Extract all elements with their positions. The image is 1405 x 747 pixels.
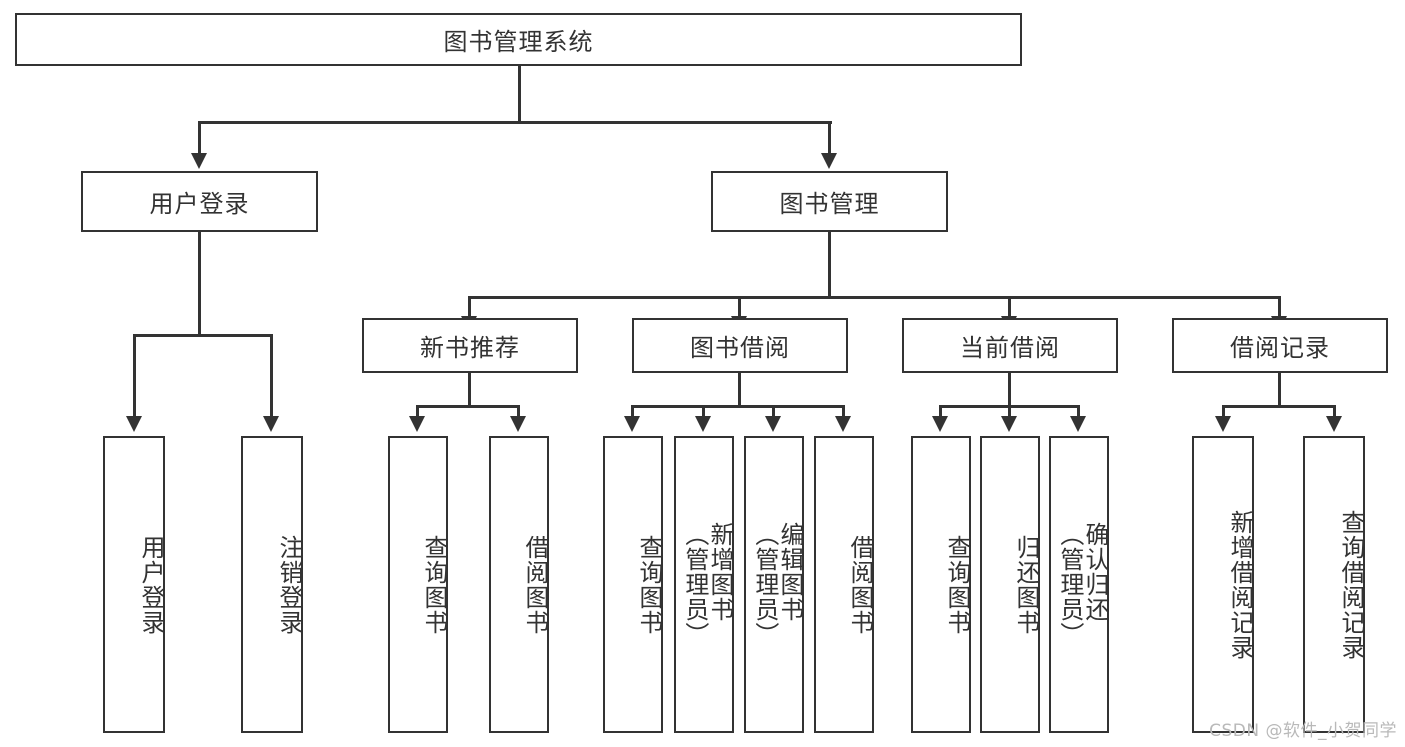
edge-borrow-records-bar <box>1222 405 1336 408</box>
edge-root-to-user-login <box>198 121 201 155</box>
node-label: 当前借阅 <box>960 334 1060 362</box>
edge-new-book-to-leaf-1 <box>416 405 419 417</box>
node-new-book-recommend[interactable]: 新书推荐 <box>362 318 578 373</box>
arrow-br-to-leaf-1 <box>1215 416 1231 432</box>
arrow-user-login-to-leaf-1 <box>126 416 142 432</box>
edge-bb-to-leaf-3 <box>772 405 775 417</box>
node-root-book-management-system[interactable]: 图书管理系统 <box>15 13 1022 66</box>
arrow-bb-to-leaf-3 <box>765 416 781 432</box>
node-label: 查询图书 <box>420 534 448 635</box>
edge-book-borrow-bar <box>631 405 845 408</box>
arrow-user-login-to-leaf-2 <box>263 416 279 432</box>
edge-new-book-bar <box>416 405 520 408</box>
node-leaf-borrow-books[interactable]: 借阅图书 <box>814 436 874 733</box>
edge-bb-to-leaf-4 <box>842 405 845 417</box>
node-leaf-query-books-borrow[interactable]: 查询图书 <box>603 436 663 733</box>
edge-root-bar <box>198 121 832 124</box>
node-label: 图书管理 <box>779 190 880 218</box>
edge-br-to-leaf-1 <box>1222 405 1225 417</box>
node-leaf-user-login[interactable]: 用户登录 <box>103 436 165 733</box>
edge-new-book-to-leaf-2 <box>517 405 520 417</box>
arrow-cb-to-leaf-1 <box>932 416 948 432</box>
node-label: 新增图书 （管理员） <box>680 522 734 647</box>
node-leaf-confirm-return-admin[interactable]: 确认归还 （管理员） <box>1049 436 1109 733</box>
node-user-login[interactable]: 用户登录 <box>81 171 318 232</box>
edge-borrow-records-stem <box>1278 373 1281 408</box>
edge-root-to-book-management <box>828 121 831 155</box>
node-label: 借阅记录 <box>1230 334 1330 362</box>
edge-root-stem <box>518 66 521 122</box>
arrow-root-to-user-login <box>191 153 207 169</box>
edge-bb-to-leaf-2 <box>702 405 705 417</box>
node-leaf-edit-book-admin[interactable]: 编辑图书 （管理员） <box>744 436 804 733</box>
csdn-watermark: CSDN @软件_小贺同学 <box>1209 721 1397 741</box>
edge-cb-to-leaf-3 <box>1077 405 1080 417</box>
node-label: 借阅图书 <box>846 534 874 635</box>
edge-bm-to-new-book <box>468 296 471 318</box>
arrow-cb-to-leaf-3 <box>1070 416 1086 432</box>
arrow-new-book-to-leaf-1 <box>409 416 425 432</box>
edge-new-book-stem <box>468 373 471 408</box>
node-label: 归还图书 <box>1012 534 1040 635</box>
node-borrow-records[interactable]: 借阅记录 <box>1172 318 1388 373</box>
edge-bm-to-current-borrow <box>1008 296 1011 318</box>
node-book-borrow[interactable]: 图书借阅 <box>632 318 848 373</box>
arrow-root-to-book-management <box>821 153 837 169</box>
arrow-bb-to-leaf-4 <box>835 416 851 432</box>
node-label: 用户登录 <box>137 534 165 635</box>
node-leaf-add-borrow-record[interactable]: 新增借阅记录 <box>1192 436 1254 733</box>
node-label: 注销登录 <box>275 534 303 635</box>
arrow-new-book-to-leaf-2 <box>510 416 526 432</box>
node-label: 用户登录 <box>149 190 250 218</box>
node-label: 查询图书 <box>635 534 663 635</box>
node-label: 借阅图书 <box>521 534 549 635</box>
node-leaf-add-book-admin[interactable]: 新增图书 （管理员） <box>674 436 734 733</box>
node-leaf-borrow-books-recommend[interactable]: 借阅图书 <box>489 436 549 733</box>
arrow-cb-to-leaf-2 <box>1001 416 1017 432</box>
node-current-borrow[interactable]: 当前借阅 <box>902 318 1118 373</box>
node-label: 查询图书 <box>943 534 971 635</box>
node-label: 编辑图书 （管理员） <box>750 522 804 647</box>
node-label: 新增借阅记录 <box>1226 509 1254 660</box>
arrow-bb-to-leaf-2 <box>695 416 711 432</box>
edge-user-login-bar <box>133 334 273 337</box>
node-leaf-query-books-current[interactable]: 查询图书 <box>911 436 971 733</box>
node-leaf-logout-login[interactable]: 注销登录 <box>241 436 303 733</box>
edge-current-borrow-stem <box>1008 373 1011 408</box>
node-leaf-query-books-recommend[interactable]: 查询图书 <box>388 436 448 733</box>
edge-book-management-bar <box>468 296 1280 299</box>
edge-bb-to-leaf-1 <box>631 405 634 417</box>
arrow-bb-to-leaf-1 <box>624 416 640 432</box>
node-label: 新书推荐 <box>420 334 520 362</box>
node-label: 图书管理系统 <box>443 28 594 56</box>
edge-cb-to-leaf-1 <box>939 405 942 417</box>
edge-bm-to-borrow-records <box>1278 296 1281 318</box>
edge-user-login-to-leaf-1 <box>133 334 136 416</box>
edge-cb-to-leaf-2 <box>1008 405 1011 417</box>
edge-user-login-to-leaf-2 <box>270 334 273 416</box>
node-label: 确认归还 （管理员） <box>1055 522 1109 647</box>
edge-user-login-stem <box>198 232 201 336</box>
arrow-br-to-leaf-2 <box>1326 416 1342 432</box>
node-book-management[interactable]: 图书管理 <box>711 171 948 232</box>
edge-bm-to-book-borrow <box>738 296 741 318</box>
edge-br-to-leaf-2 <box>1333 405 1336 417</box>
node-label: 查询借阅记录 <box>1337 509 1365 660</box>
edge-book-management-stem <box>828 232 831 298</box>
node-label: 图书借阅 <box>690 334 790 362</box>
edge-book-borrow-stem <box>738 373 741 408</box>
node-leaf-query-borrow-record[interactable]: 查询借阅记录 <box>1303 436 1365 733</box>
node-leaf-return-books[interactable]: 归还图书 <box>980 436 1040 733</box>
